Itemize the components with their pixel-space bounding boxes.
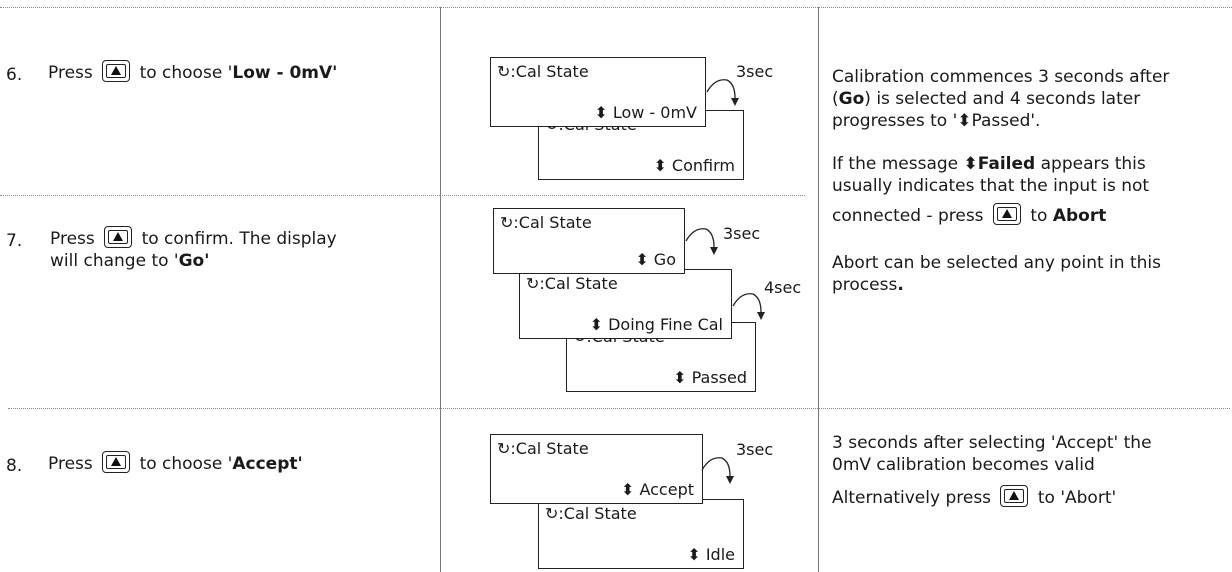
display-panel: ↻:Cal State ⬍ Go: [493, 208, 685, 274]
note-line: process.: [832, 274, 1227, 296]
timing-arrow-icon: [685, 228, 718, 255]
instruction-text: will change to ': [50, 251, 179, 271]
note-line: (Go) is selected and 4 seconds later: [832, 88, 1227, 110]
instruction-text: to choose ': [139, 63, 233, 83]
instruction-text: to confirm. The display: [141, 229, 337, 249]
note-line: 0mV calibration becomes valid: [832, 455, 1095, 475]
raise-button-icon: [104, 226, 133, 248]
instruction-text: Press: [48, 63, 93, 83]
raise-button-icon: [992, 203, 1021, 225]
instruction-text: Press: [50, 229, 95, 249]
instruction-bold: Go': [178, 251, 210, 271]
note-line: Abort can be selected any point in this: [832, 253, 1161, 273]
timing-arrow-icon: [732, 293, 765, 320]
note-text: connected - press: [832, 206, 984, 226]
note-text: to: [1030, 206, 1053, 226]
display-line-2: ⬍ Accept: [620, 480, 694, 499]
display-line-2: ⬍ Doing Fine Cal: [589, 315, 723, 334]
raise-button-icon: [1000, 485, 1029, 507]
display-line-2: ⬍ Passed: [673, 368, 747, 387]
note-calibration: Calibration commences 3 seconds after (G…: [832, 66, 1227, 132]
timer-label: 3sec: [736, 62, 774, 81]
display-line-2: ⬍ Low - 0mV: [594, 103, 697, 122]
display-line-2: ⬍ Confirm: [653, 156, 735, 175]
note-accept: 3 seconds after selecting 'Accept' the 0…: [832, 432, 1227, 476]
note-text: appears this: [1035, 154, 1146, 174]
note-line: Calibration commences 3 seconds after: [832, 67, 1170, 87]
display-panel: ↻:Cal State ⬍ Idle: [538, 499, 744, 569]
column-divider-right: [818, 7, 819, 572]
step-number: 7.: [6, 231, 23, 251]
note-abort: Abort can be selected any point in this …: [832, 252, 1227, 296]
display-panel: ↻:Cal State ⬍ Low - 0mV: [490, 57, 706, 127]
note-bold: Abort: [1052, 206, 1107, 226]
raise-button-icon: [102, 60, 131, 82]
note-alternative: Alternatively press to 'Abort': [832, 485, 1227, 509]
top-rule: [0, 7, 1232, 8]
instruction-bold: Accept': [232, 454, 303, 474]
note-text: ) is selected and 4 seconds later: [864, 89, 1141, 109]
note-line: usually indicates that the input is not: [832, 176, 1150, 196]
instruction-text: Press: [48, 454, 93, 474]
step-number: 6.: [6, 65, 23, 85]
note-line: If the message ⬍Failed appears this: [832, 153, 1227, 175]
display-panel: ↻:Cal State ⬍ Doing Fine Cal: [519, 269, 732, 339]
note-text: process: [832, 275, 898, 295]
step-7-instruction-line-2: will change to 'Go': [50, 250, 209, 272]
note-line: connected - press to Abort: [832, 203, 1227, 227]
timer-label: 4sec: [764, 278, 802, 297]
note-bold: ⬍Failed: [963, 154, 1036, 174]
step-8-instruction: Press to choose 'Accept': [48, 451, 303, 475]
timer-label: 3sec: [723, 224, 761, 243]
row-divider-7-8: [8, 408, 440, 409]
note-bold: .: [897, 275, 904, 295]
row-divider-6-7-mid: [440, 195, 805, 196]
step-6-instruction: Press to choose 'Low - 0mV': [48, 60, 337, 84]
note-text: to 'Abort': [1037, 488, 1117, 508]
step-7-instruction: Press to confirm. The display: [50, 226, 337, 250]
display-line-2: ⬍ Go: [635, 250, 676, 269]
timing-arrow-icon: [706, 79, 739, 106]
note-line: 3 seconds after selecting 'Accept' the: [832, 433, 1152, 453]
display-line-1: ↻:Cal State: [545, 504, 637, 523]
timer-label: 3sec: [736, 440, 774, 459]
display-line-2: ⬍ Idle: [687, 545, 735, 564]
display-line-1: ↻:Cal State: [497, 62, 589, 81]
row-divider-7-8-right: [440, 408, 1230, 409]
note-text: If the message: [832, 154, 964, 174]
note-line: progresses to '⬍Passed'.: [832, 111, 1041, 131]
note-bold: Go: [838, 89, 865, 109]
note-text: (: [832, 89, 839, 109]
timing-arrow-icon: [701, 457, 734, 484]
step-number: 8.: [6, 456, 23, 476]
display-line-1: ↻:Cal State: [497, 439, 589, 458]
display-panel: ↻:Cal State ⬍ Accept: [490, 434, 703, 504]
note-text: Alternatively press: [832, 488, 992, 508]
column-divider-left: [440, 7, 441, 572]
display-line-1: ↻:Cal State: [500, 213, 592, 232]
raise-button-icon: [102, 451, 131, 473]
instruction-bold: Low - 0mV': [232, 63, 338, 83]
instruction-text: to choose ': [139, 454, 233, 474]
display-line-1: ↻:Cal State: [526, 274, 618, 293]
note-failed: If the message ⬍Failed appears this usua…: [832, 153, 1227, 227]
row-divider-6-7: [0, 195, 440, 196]
